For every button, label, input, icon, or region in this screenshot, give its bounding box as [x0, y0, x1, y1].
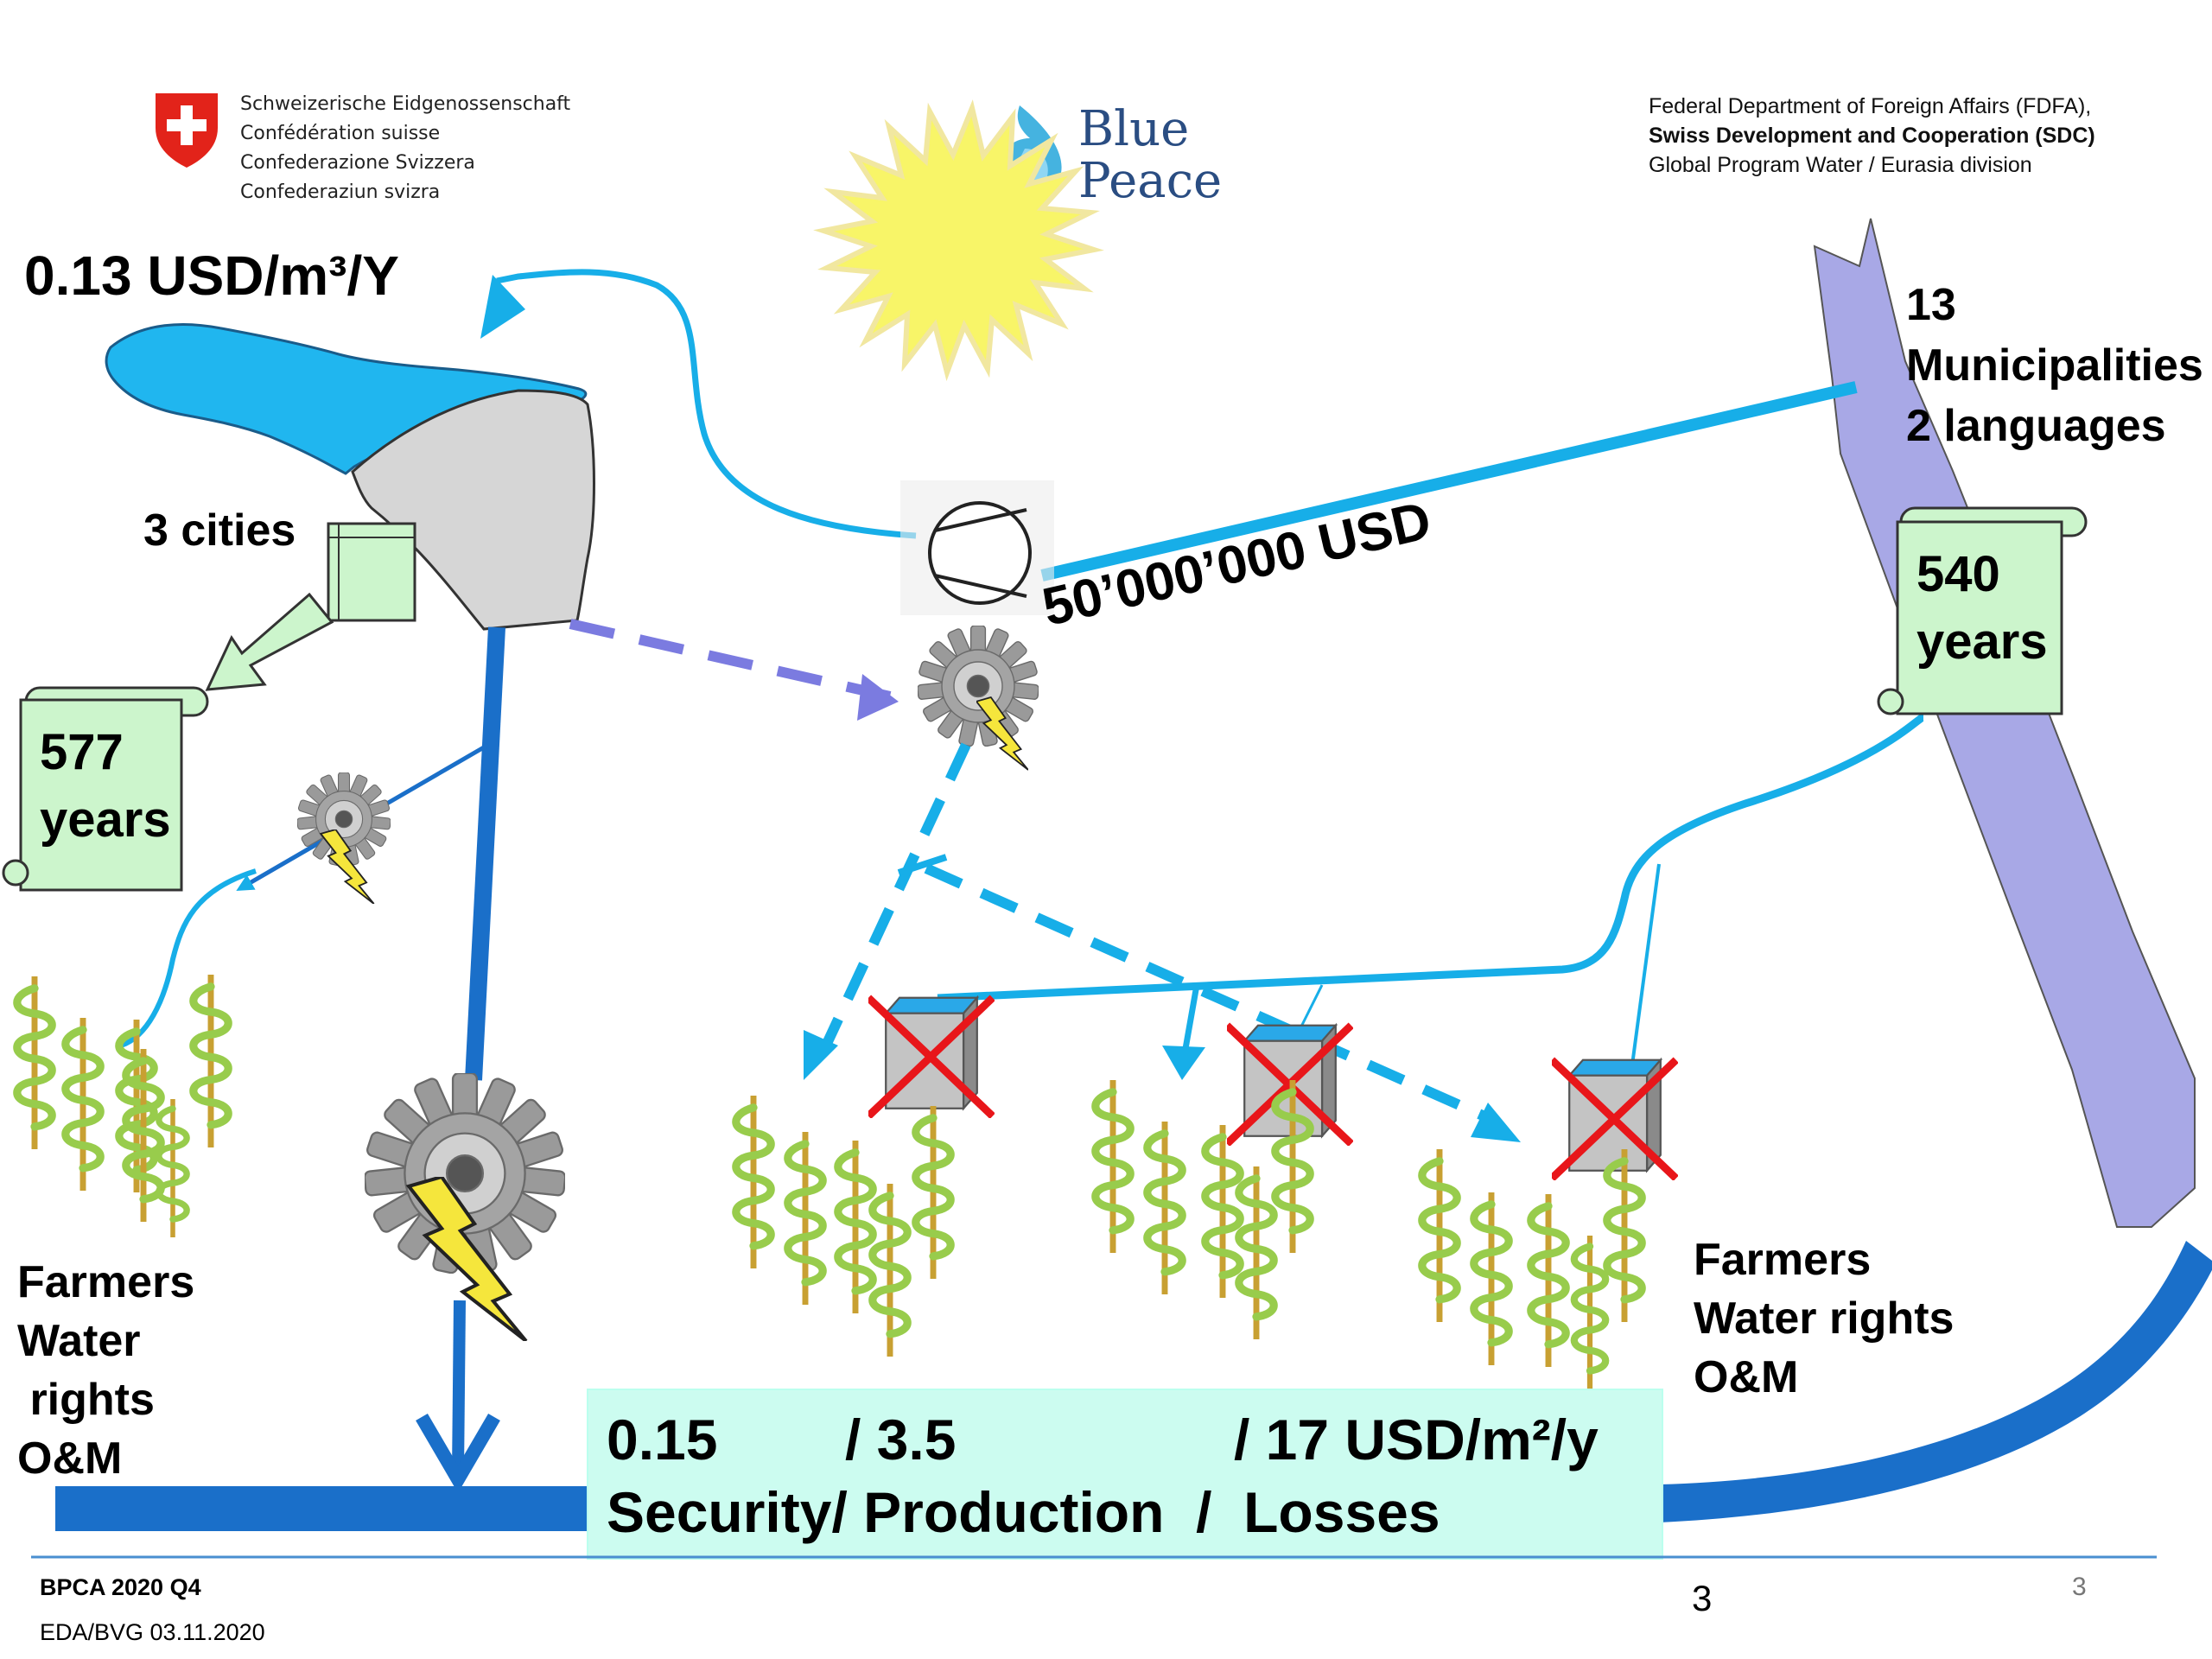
right-field-plants [1422, 1149, 1642, 1391]
left-canal-curve [119, 868, 257, 1048]
municipalities-label: 13 Municipalities 2 languages [1906, 275, 2212, 456]
blue-peace-word-1: Blue [1078, 101, 1190, 157]
left-farmers-label: Farmers Water rights O&M [17, 1253, 194, 1488]
fdfa-line-3: Global Program Water / Eurasia division [1649, 153, 2032, 177]
field-canal [937, 713, 1925, 1002]
page-number-center: 3 [1692, 1578, 1713, 1618]
confederation-name-block: Schweizerische Eidgenossenschaft Confédé… [240, 90, 570, 207]
left-farmers-line-4: O&M [17, 1433, 123, 1484]
left-scroll-icon [2, 686, 209, 892]
left-farmers-line-1: Farmers [17, 1257, 195, 1307]
dashed-to-left-field-arrowhead [804, 1030, 838, 1080]
upper-pipe-arrowhead [480, 275, 525, 339]
right-scroll-years-unit: years [1916, 613, 2048, 670]
three-cities-label: 3 cities [143, 505, 296, 556]
right-farmers-line-2: Water rights [1694, 1294, 1955, 1344]
right-farmers-line-1: Farmers [1694, 1235, 1872, 1285]
footer-project: BPCA 2020 Q4 [40, 1574, 201, 1600]
municipalities-count: 13 [1906, 280, 1956, 330]
left-farmers-line-3: rights [17, 1375, 155, 1425]
left-field-plants [17, 975, 228, 1237]
field-canal-drop-b [1180, 984, 1200, 1059]
fdfa-block: Federal Department of Foreign Affairs (F… [1649, 92, 2095, 180]
main-river-lower [452, 1300, 466, 1474]
confederation-line-fr: Confédération suisse [240, 123, 441, 144]
sun-icon [813, 99, 1104, 382]
footer-author-date: EDA/BVG 03.11.2020 [40, 1619, 265, 1645]
removed-structure-icon-2 [1227, 1026, 1351, 1144]
city-to-scroll-arrow [205, 592, 334, 691]
confederation-line-it: Confederazione Svizzera [240, 152, 475, 174]
left-scroll-text: 577 years [40, 719, 171, 854]
removed-structure-icon-3 [1552, 1060, 1676, 1179]
swiss-cross-icon [156, 93, 218, 168]
center-left-field-plants [736, 1096, 950, 1357]
right-river-curve [1659, 1241, 2212, 1522]
summary-security-value: 0.15 [607, 1408, 718, 1471]
left-scroll-years-unit: years [40, 791, 171, 848]
blue-peace-word-2: Peace [1078, 153, 1223, 209]
right-scroll-text: 540 years [1916, 541, 2048, 676]
right-farmers-label: Farmers Water rights O&M [1694, 1230, 1954, 1407]
field-canal-drop-b-arrowhead [1162, 1046, 1205, 1080]
tariff-label: 0.13 USD/m³/Y [24, 245, 399, 307]
summary-losses-value: / 17 USD/m²/y [1234, 1408, 1599, 1471]
blue-peace-logo-text: Blue Peace [1078, 104, 1222, 207]
dashed-t-cross [897, 854, 948, 876]
dashed-dam-link [569, 619, 892, 702]
summary-production-value: / 3.5 [845, 1408, 957, 1471]
right-scroll-years-value: 540 [1916, 546, 2000, 602]
confederation-line-rm: Confederaziun svizra [240, 181, 441, 203]
summary-categories: Security/ Production / Losses [607, 1480, 1440, 1544]
bottom-river [55, 1486, 591, 1531]
right-scroll-icon [1877, 506, 2088, 715]
field-canal-drop-d [1630, 863, 1661, 1072]
center-turbine-icon [918, 626, 1039, 747]
main-river-vertical [465, 626, 505, 1081]
dashed-to-right-field-arrowhead [1471, 1103, 1521, 1142]
summary-box [587, 1389, 1663, 1560]
dashed-to-left-field [820, 742, 971, 1050]
left-scroll-years-value: 577 [40, 724, 124, 780]
main-river-arrowhead [416, 1413, 500, 1493]
languages-count: 2 languages [1906, 401, 2166, 451]
confederation-line-de: Schweizerische Eidgenossenschaft [240, 93, 571, 115]
fdfa-line-2: Swiss Development and Cooperation (SDC) [1649, 124, 2095, 148]
dashed-to-right-field [924, 863, 1493, 1124]
removed-structure-icon-1 [868, 998, 993, 1116]
left-farmers-line-2: Water [17, 1316, 141, 1366]
municipalities-word: Municipalities [1906, 340, 2203, 391]
fdfa-line-1: Federal Department of Foreign Affairs (F… [1649, 94, 2092, 118]
page-number-right: 3 [2072, 1573, 2087, 1601]
right-farmers-line-3: O&M [1694, 1352, 1799, 1402]
dashed-dam-link-arrowhead [857, 674, 899, 721]
municipal-pipe [1040, 381, 1858, 582]
upper-pipe [496, 269, 917, 539]
pump-icon [900, 480, 1054, 615]
city-building-icon [327, 522, 416, 622]
